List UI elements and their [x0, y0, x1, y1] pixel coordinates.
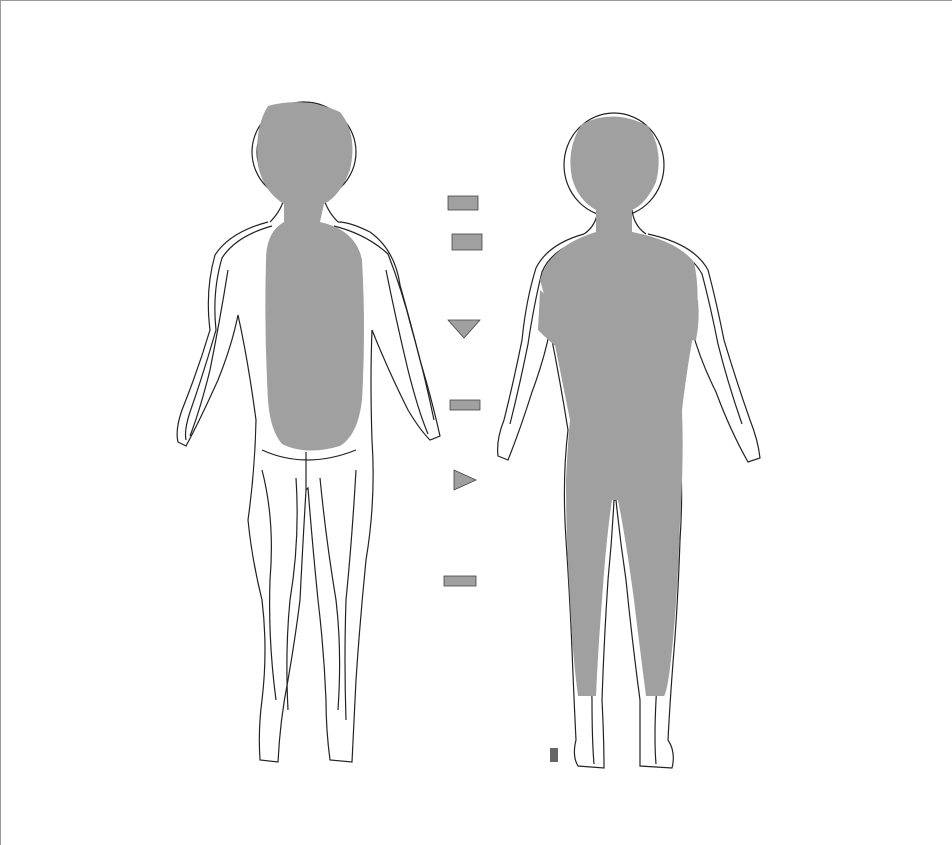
marker-1	[448, 196, 478, 210]
marker-6	[444, 576, 476, 586]
foot-marker	[550, 748, 558, 762]
marker-5	[454, 470, 476, 490]
front-view-figure	[498, 113, 760, 768]
marker-2	[452, 234, 482, 250]
back-view-shaded-region	[257, 102, 364, 450]
marker-4	[450, 400, 480, 410]
center-markers	[444, 196, 482, 586]
back-view-figure	[177, 102, 440, 762]
marker-3	[448, 320, 480, 338]
